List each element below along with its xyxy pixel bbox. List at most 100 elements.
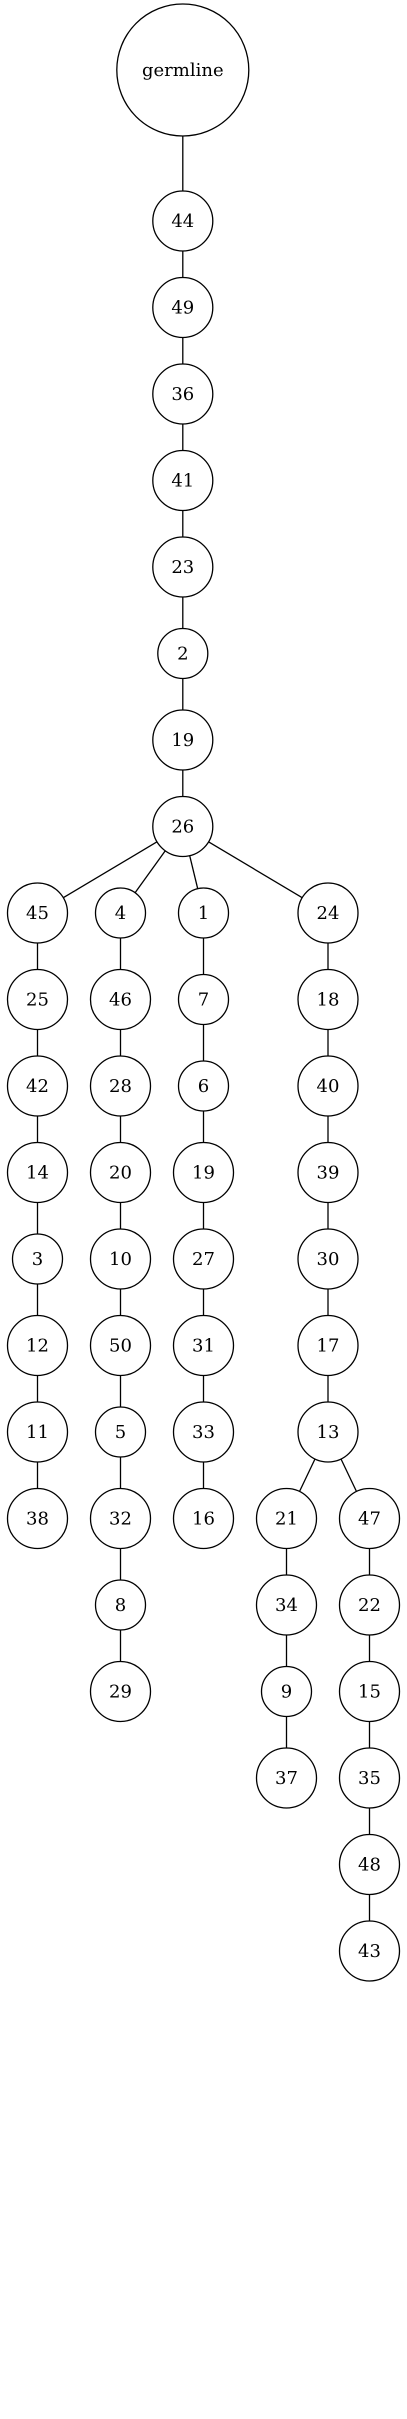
tree-node: 45 [6,882,69,944]
node-label: 49 [171,298,194,319]
tree-node: 8 [94,1579,147,1631]
node-label: 37 [275,1768,298,1789]
tree-node: 19 [152,709,214,771]
tree-node: 49 [152,276,214,339]
tree-root-node: germline [116,3,250,137]
tree-node: 39 [297,1141,359,1204]
tree-edge [298,1458,316,1492]
node-circle [89,1055,152,1117]
node-circle [6,1487,69,1550]
node-circle [260,1665,313,1718]
tree-node: 19 [172,1141,235,1204]
tree-edge [340,1458,358,1492]
highlighted-node-circle [172,1141,235,1204]
node-circle [89,1314,152,1377]
node-circle [152,536,214,598]
node-circle [94,1579,147,1631]
node-label: 8 [115,1595,126,1616]
node-label: 39 [317,1163,340,1184]
node-circle [338,1660,401,1723]
node-circle [152,363,214,425]
tree-node: 3 [11,1233,64,1285]
tree-node: 47 [338,1487,401,1550]
tree-node: 16 [172,1487,235,1550]
node-label: 20 [109,1163,132,1184]
tree-node: 18 [297,968,359,1031]
tree-node: 38 [6,1487,69,1550]
node-label: 21 [275,1509,298,1530]
node-circle [297,1055,359,1117]
node-circle [297,1228,359,1290]
node-label: 12 [26,1336,49,1357]
tree-edge [189,855,199,889]
tree-node: 2 [157,627,209,680]
node-circle [6,1055,69,1117]
tree-node: 50 [89,1314,152,1377]
tree-node: 17 [297,1314,359,1377]
node-label: 16 [192,1509,215,1530]
tree-node: 31 [172,1314,235,1377]
tree-node: 5 [94,1406,147,1458]
tree-node: 36 [152,363,214,425]
node-label: 41 [171,471,194,492]
tree-node: 43 [338,1920,401,1982]
node-label: 44 [171,211,194,232]
tree-node: 7 [177,973,230,1026]
tree-node: 32 [89,1487,152,1550]
tree-node: 41 [152,449,214,512]
node-circle [152,449,214,512]
node-circle [177,1060,230,1112]
edges-layer [36,136,371,1921]
node-label: 23 [171,557,194,578]
node-label: 40 [317,1076,340,1097]
tree-node: 22 [338,1574,401,1636]
node-circle [89,968,152,1031]
tree-node: 30 [297,1228,359,1290]
node-circle [172,1487,235,1550]
tree-edge [62,841,158,899]
node-label: 18 [317,990,340,1011]
node-label: 42 [26,1076,49,1097]
tree-node: 42 [6,1055,69,1117]
node-circle [6,1401,69,1463]
node-label: 9 [281,1682,292,1703]
tree-node: 11 [6,1401,69,1463]
node-circle [297,1141,359,1204]
node-circle [172,1401,235,1463]
node-circle [152,276,214,339]
node-label: 19 [192,1163,215,1184]
tree-edge [134,850,166,894]
node-label: 4 [115,903,126,924]
node-label: 35 [358,1768,381,1789]
node-label: germline [142,60,224,81]
node-circle [152,190,214,252]
node-circle [6,968,69,1031]
node-label: 11 [26,1422,49,1443]
node-circle [338,1833,401,1896]
node-label: 14 [26,1163,49,1184]
tree-node: 28 [89,1055,152,1117]
node-label: 43 [358,1941,381,1962]
tree-node: 23 [152,536,214,598]
node-label: 19 [171,730,194,751]
node-label: 10 [109,1249,132,1270]
node-circle [255,1574,318,1636]
node-circle [297,1314,359,1377]
node-label: 47 [358,1509,381,1530]
tree-node: 27 [172,1228,235,1290]
node-label: 34 [275,1595,298,1616]
node-label: 45 [26,903,49,924]
tree-node: 35 [338,1747,401,1809]
tree-node: 9 [260,1665,313,1718]
tree-node: 20 [89,1141,152,1204]
node-circle [338,1574,401,1636]
tree-node: 12 [6,1314,69,1377]
node-circle [297,968,359,1031]
node-label: 29 [109,1682,132,1703]
node-label: 2 [177,644,188,665]
node-label: 24 [317,903,340,924]
node-circle [89,1228,152,1290]
tree-node: 13 [297,1401,359,1463]
node-circle [172,1228,235,1290]
tree-node: 10 [89,1228,152,1290]
